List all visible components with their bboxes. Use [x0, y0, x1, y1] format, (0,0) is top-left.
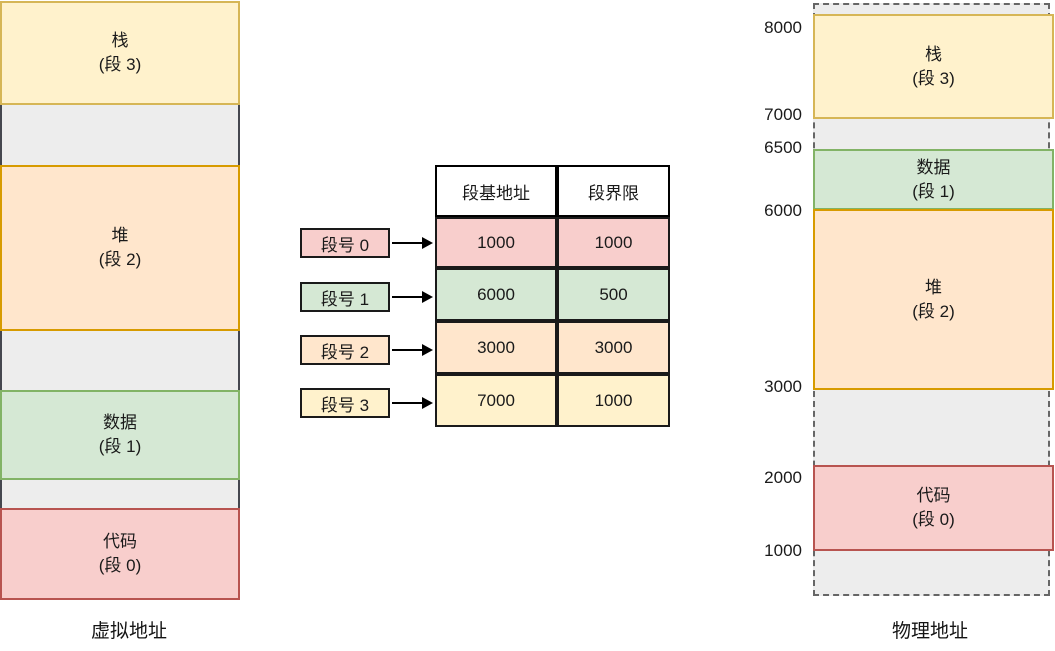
pm-segment-code-name: 代码 [916, 486, 951, 506]
pm-segment-data: 数据 (段 1) [813, 149, 1054, 210]
vm-segment-stack: 栈 (段 3) [0, 1, 240, 105]
vm-segment-data-number: (段 1) [98, 437, 142, 456]
vm-segment-heap-name: 堆 [111, 226, 129, 246]
address-label-1000: 1000 [764, 541, 802, 560]
limit-cell: 3000 [557, 321, 670, 374]
base-address-cell: 1000 [435, 217, 557, 268]
address-label-6000: 6000 [764, 201, 802, 220]
pm-segment-stack-name: 栈 [925, 44, 942, 64]
table-header-limit: 段界限 [557, 165, 670, 217]
vm-gap-block [0, 478, 240, 510]
arrow-line-0 [392, 242, 423, 244]
segment-table-row-2: 3000 3000 [435, 321, 670, 374]
arrow-head-icon [422, 237, 433, 249]
segment-table-row-3: 7000 1000 [435, 374, 670, 427]
vm-segment-data: 数据 (段 1) [0, 390, 240, 480]
address-label-7000: 7000 [764, 105, 802, 124]
vm-segment-code-name: 代码 [103, 532, 137, 552]
vm-segment-heap: 堆 (段 2) [0, 165, 240, 331]
address-label-8000: 8000 [764, 18, 802, 37]
base-address-cell: 6000 [435, 268, 557, 321]
vm-segment-heap-number: (段 2) [98, 250, 142, 269]
segment-number-label-0: 段号 0 [300, 228, 390, 258]
pm-segment-data-name: 数据 [916, 157, 951, 177]
arrow-head-icon [422, 397, 433, 409]
vm-gap-block [0, 329, 240, 392]
segment-table-row-1: 6000 500 [435, 268, 670, 321]
vm-segment-stack-name: 栈 [111, 31, 129, 51]
base-address-cell: 3000 [435, 321, 557, 374]
vm-segment-stack-number: (段 3) [98, 55, 142, 74]
segment-number-label-1: 段号 1 [300, 282, 390, 312]
vm-segment-code: 代码 (段 0) [0, 508, 240, 600]
physical-address-caption: 物理地址 [891, 621, 968, 642]
segment-number-label-3: 段号 3 [300, 388, 390, 418]
vm-gap-block [0, 103, 240, 167]
pm-segment-code-number: (段 0) [912, 510, 955, 529]
segment-table-row-0: 1000 1000 [435, 217, 670, 268]
table-header-base-address: 段基地址 [435, 165, 557, 217]
arrow-line-1 [392, 296, 423, 298]
pm-segment-heap-number: (段 2) [912, 301, 955, 321]
segment-number-label-2: 段号 2 [300, 335, 390, 365]
limit-cell: 1000 [557, 217, 670, 268]
pm-segment-heap-name: 堆 [925, 277, 942, 297]
pm-segment-stack-number: (段 3) [912, 68, 955, 88]
limit-cell: 1000 [557, 374, 670, 427]
address-label-2000: 2000 [764, 468, 802, 487]
vm-segment-data-name: 数据 [103, 413, 137, 433]
vm-segment-code-number: (段 0) [98, 556, 142, 575]
pm-segment-data-number: (段 1) [912, 181, 955, 201]
address-label-3000: 3000 [764, 377, 802, 396]
base-address-cell: 7000 [435, 374, 557, 427]
arrow-line-2 [392, 349, 423, 351]
address-label-6500: 6500 [764, 138, 802, 157]
virtual-address-caption: 虚拟地址 [90, 621, 167, 642]
arrow-line-3 [392, 402, 423, 404]
pm-segment-code: 代码 (段 0) [813, 465, 1054, 551]
limit-cell: 500 [557, 268, 670, 321]
pm-segment-heap: 堆 (段 2) [813, 209, 1054, 390]
arrow-head-icon [422, 291, 433, 303]
arrow-head-icon [422, 344, 433, 356]
pm-segment-stack: 栈 (段 3) [813, 14, 1054, 119]
segment-table-header-row: 段基地址 段界限 [435, 165, 670, 217]
